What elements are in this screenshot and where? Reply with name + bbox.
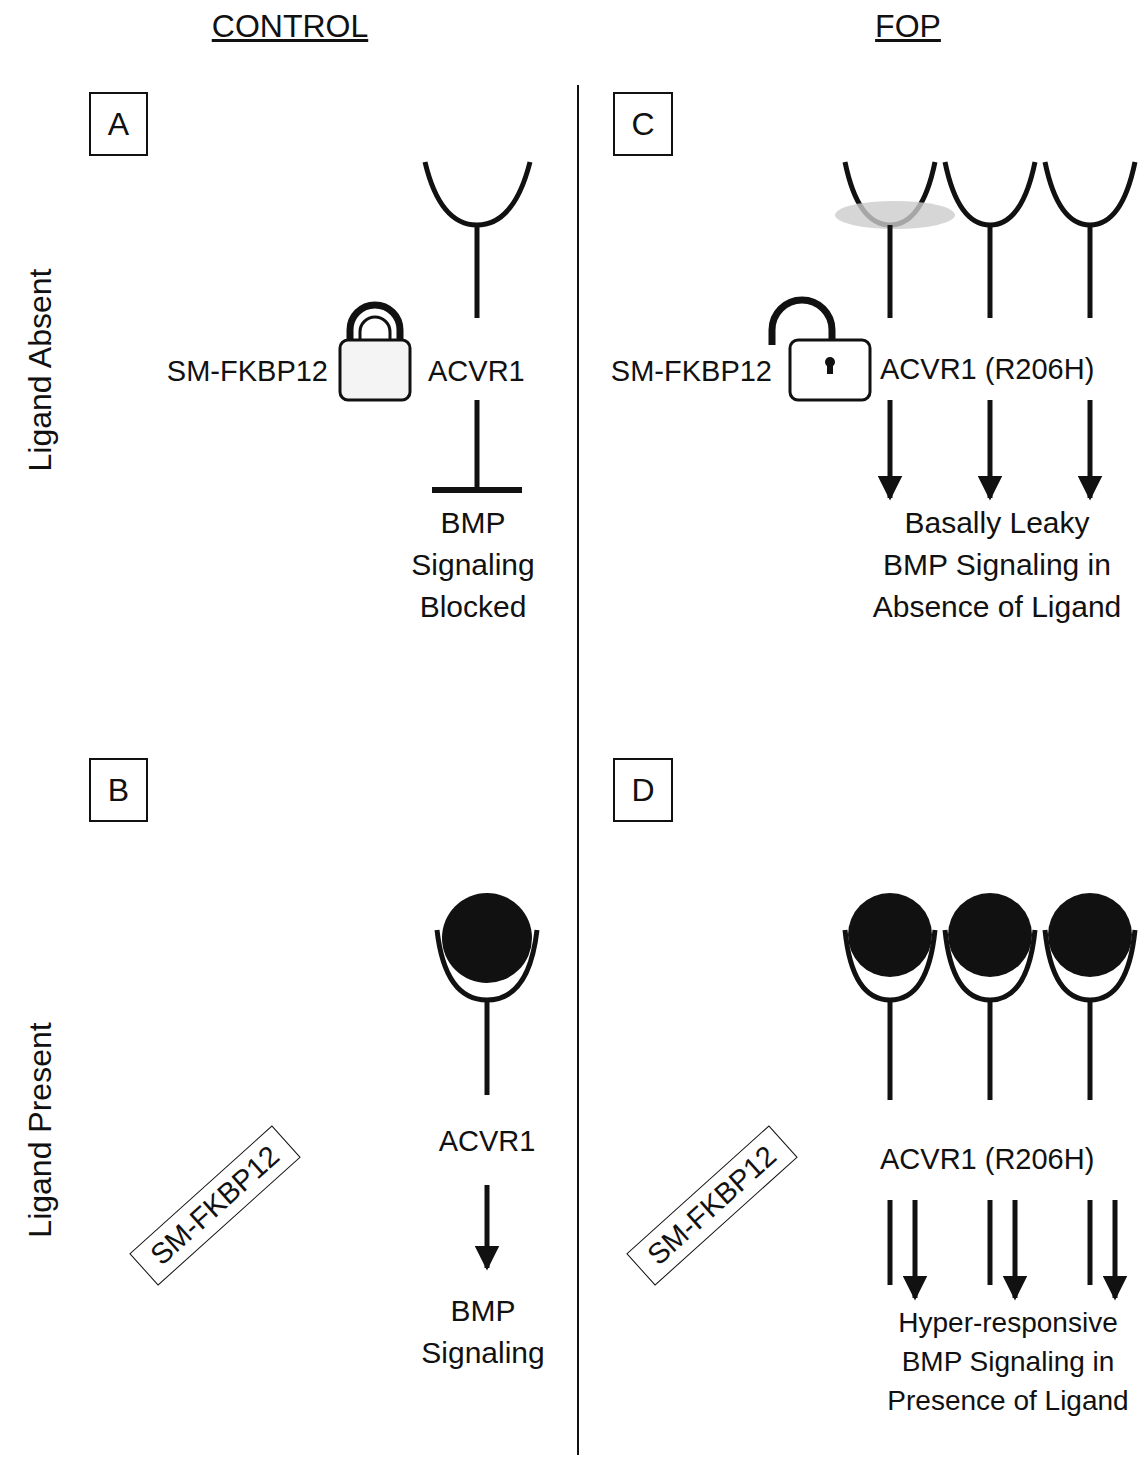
outcome-label: BMP Signaling Blocked: [393, 502, 553, 628]
outcome-label: Hyper-responsive BMP Signaling in Presen…: [875, 1303, 1141, 1420]
protein-label: SM-FKBP12: [120, 350, 328, 392]
column-heading: FOP: [808, 5, 1008, 47]
row-heading: Ligand Absent: [19, 210, 61, 530]
node-text: C: [631, 106, 654, 143]
panel-letter: A: [89, 92, 148, 156]
node-text: B: [108, 772, 129, 809]
panel-letter: C: [613, 92, 673, 156]
protein-label: SM-FKBP12: [560, 350, 772, 392]
node-text: A: [108, 106, 129, 143]
dissociated-protein-box: SM-FKBP12: [626, 1125, 797, 1285]
receptor-label: ACVR1 (R206H): [880, 348, 1142, 390]
row-heading: Ligand Present: [19, 970, 61, 1290]
panel-letter: D: [613, 758, 673, 822]
panel-letter: B: [89, 758, 148, 822]
node-text: SM-FKBP12: [641, 1139, 783, 1271]
node-text: SM-FKBP12: [144, 1139, 286, 1271]
column-heading: CONTROL: [140, 5, 440, 47]
receptor-label: ACVR1 (R206H): [880, 1138, 1142, 1180]
node-text: D: [631, 772, 654, 809]
outcome-label: BMP Signaling: [403, 1290, 563, 1374]
receptor-label: ACVR1: [428, 350, 568, 392]
dissociated-protein-box: SM-FKBP12: [129, 1125, 300, 1285]
outcome-label: Basally Leaky BMP Signaling in Absence o…: [872, 502, 1122, 628]
receptor-label: ACVR1: [407, 1120, 567, 1162]
